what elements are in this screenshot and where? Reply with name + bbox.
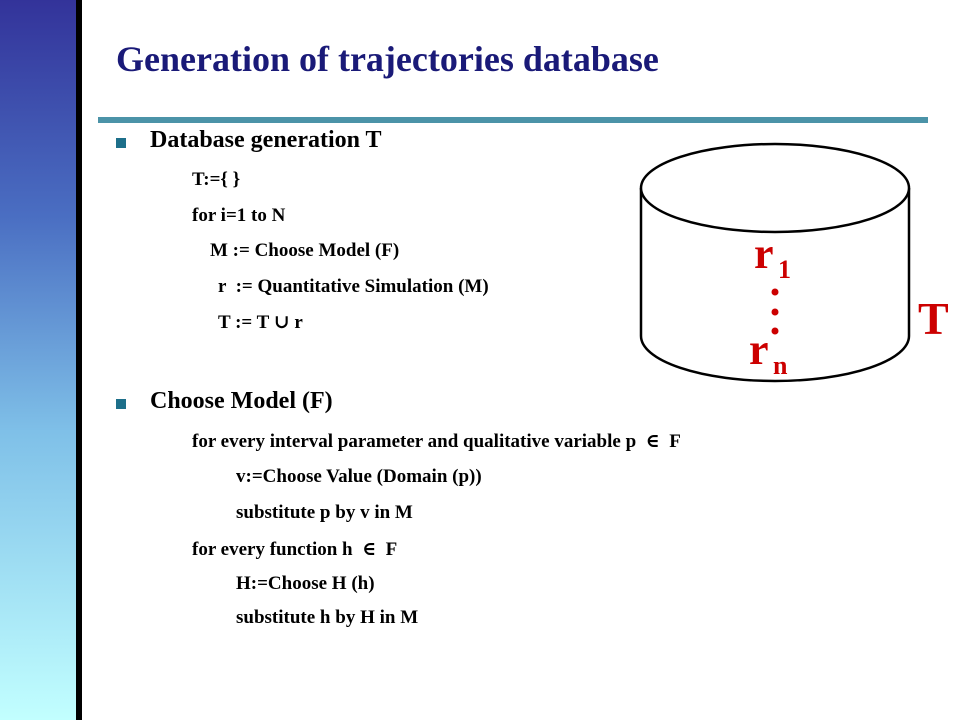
sidebar-divider [76,0,82,720]
code-line: r := Quantitative Simulation (M) [218,276,489,297]
title-underline [98,117,928,123]
section-heading-choose-model: Choose Model (F) [150,388,333,414]
code-line: H:=Choose H (h) [236,573,375,594]
ellipsis-dot [771,308,779,316]
database-cylinder-icon: r 1 r n T [639,142,948,383]
database-name-label: T [918,293,948,344]
code-line: v:=Choose Value (Domain (p)) [236,466,482,487]
record-last-label: r [749,325,769,374]
ellipsis-dot [771,288,779,296]
code-line: T := T ∪ r [218,312,303,333]
code-line: for every function h ∈ F [192,539,398,560]
code-line: for every interval parameter and qualita… [192,431,681,452]
bullet-square-icon [116,138,126,148]
code-line: for i=1 to N [192,205,286,226]
bullet-square-icon [116,399,126,409]
code-line: substitute p by v in M [236,502,413,523]
ellipsis-dot [771,327,779,335]
sidebar-gradient [0,0,76,720]
code-line: M := Choose Model (F) [210,240,400,261]
record-last-subscript: n [773,351,788,380]
record-first-label: r [754,229,774,278]
code-line: substitute h by H in M [236,607,419,628]
record-first-subscript: 1 [778,255,791,284]
code-line: T:={ } [192,169,241,190]
slide-title: Generation of trajectories database [116,39,659,79]
section-heading-database-generation: Database generation T [150,127,382,153]
